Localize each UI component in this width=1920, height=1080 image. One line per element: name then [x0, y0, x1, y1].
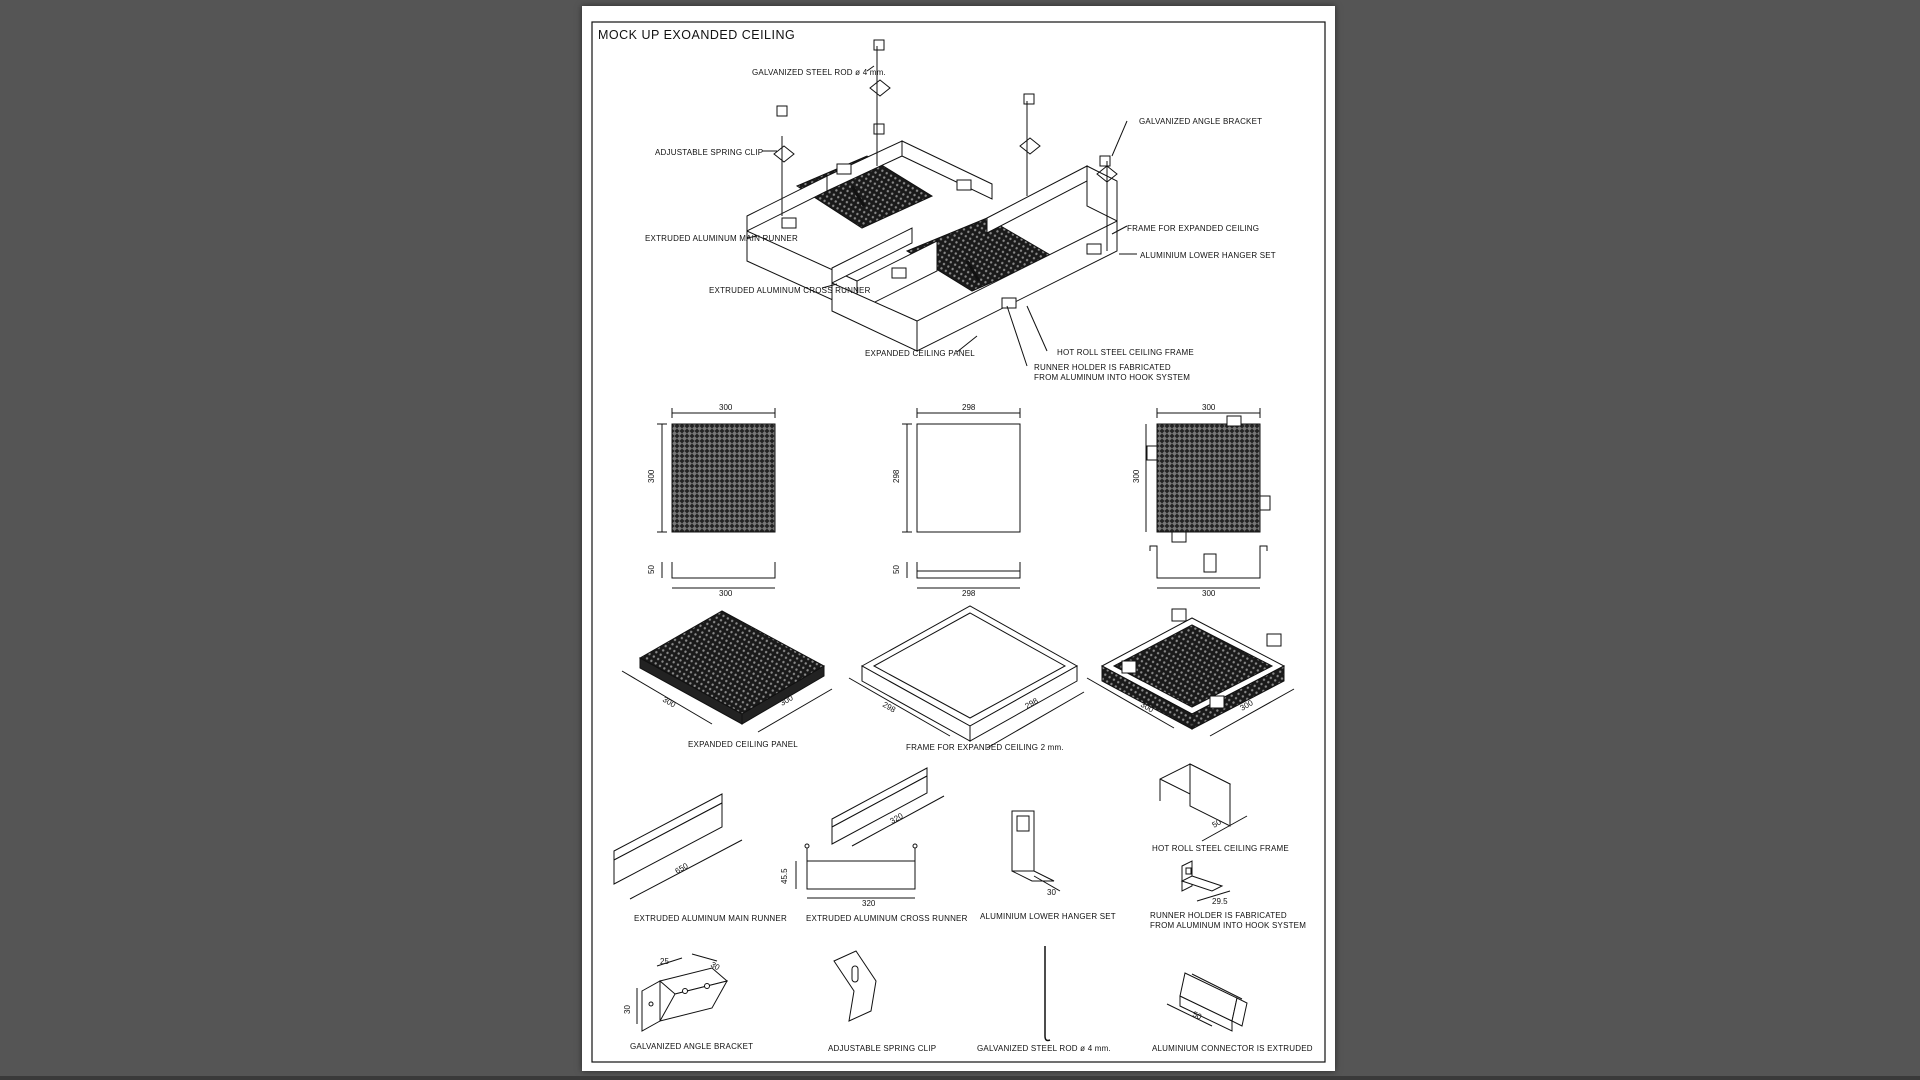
- dim-frame-width: 298: [962, 403, 976, 412]
- caption-panel: EXPANDED CEILING PANEL: [688, 740, 798, 749]
- dim-iso-panel-a: 300: [661, 695, 678, 710]
- callout-angle-bracket: GALVANIZED ANGLE BRACKET: [1139, 117, 1262, 126]
- spring-clip-detail: [833, 950, 877, 1022]
- angle-bracket-detail: [636, 953, 729, 1032]
- dim-panel-section-width: 300: [719, 589, 733, 598]
- frame-plan-view: [902, 408, 1021, 589]
- caption-cross-runner: EXTRUDED ALUMINUM CROSS RUNNER: [806, 914, 968, 923]
- connector-detail: [1166, 972, 1248, 1032]
- dim-cross-runner-length: 320: [862, 899, 876, 908]
- caption-frame: FRAME FOR EXPANDED CEILING 2 mm.: [906, 743, 1064, 752]
- dim-frame-section-width: 298: [962, 589, 976, 598]
- viewer-bottom-edge: [0, 1076, 1920, 1080]
- caption-rod: GALVANIZED STEEL ROD ø 4 mm.: [977, 1044, 1111, 1053]
- dim-hanger: 30: [1047, 888, 1056, 897]
- caption-main-runner: EXTRUDED ALUMINUM MAIN RUNNER: [634, 914, 787, 923]
- callout-rod: GALVANIZED STEEL ROD ø 4 mm.: [752, 68, 886, 77]
- dim-panel-height: 300: [647, 469, 656, 483]
- panel-plan-view: [657, 408, 776, 589]
- dim-connector: 50: [1191, 1010, 1203, 1022]
- dim-bracket-height: 30: [623, 1005, 632, 1014]
- caption-spring-clip: ADJUSTABLE SPRING CLIP: [828, 1044, 936, 1053]
- dim-frame-depth: 50: [892, 565, 901, 574]
- callout-lower-hanger: ALUMINIUM LOWER HANGER SET: [1140, 251, 1276, 260]
- assembled-isometric: [1086, 608, 1295, 737]
- dim-panel-width: 300: [719, 403, 733, 412]
- frame-isometric: [848, 605, 1085, 749]
- dim-cross-runner-iso: 320: [889, 811, 906, 826]
- callout-hot-roll: HOT ROLL STEEL CEILING FRAME: [1057, 348, 1194, 357]
- hot-roll-frame-detail: [1159, 763, 1248, 842]
- callout-runner-holder-1: RUNNER HOLDER IS FABRICATED: [1034, 363, 1171, 372]
- callout-panel: EXPANDED CEILING PANEL: [865, 349, 975, 358]
- dim-panel-depth: 50: [647, 565, 656, 574]
- drawing-page: MOCK UP EXOANDED CEILING: [582, 6, 1335, 1071]
- callout-runner-holder-2: FROM ALUMINUM INTO HOOK SYSTEM: [1034, 373, 1190, 382]
- callout-frame: FRAME FOR EXPANDED CEILING: [1127, 224, 1259, 233]
- steel-rod-detail: [1044, 946, 1051, 1042]
- assembled-plan-view: [1145, 408, 1271, 589]
- drawing-sheet: MOCK UP EXOANDED CEILING: [591, 21, 1326, 1063]
- main-runner-detail: [613, 793, 743, 900]
- panel-isometric: [621, 610, 833, 733]
- sheet-border: [591, 21, 1326, 1063]
- dim-frame-height: 298: [892, 469, 901, 483]
- cross-runner-detail: [795, 767, 945, 899]
- caption-connector: ALUMINIUM CONNECTOR IS EXTRUDED: [1152, 1044, 1313, 1053]
- dim-cross-runner-height: 45.5: [780, 868, 789, 884]
- runner-holder-detail: [1180, 860, 1231, 902]
- dim-runner-holder: 29.5: [1212, 897, 1228, 906]
- dim-iso-frame-a: 298: [881, 700, 898, 715]
- caption-runner-holder-2: FROM ALUMINUM INTO HOOK SYSTEM: [1150, 921, 1306, 930]
- dim-assembled-height: 300: [1132, 469, 1141, 483]
- sheet-title: MOCK UP EXOANDED CEILING: [598, 28, 795, 42]
- callout-cross-runner: EXTRUDED ALUMINUM CROSS RUNNER: [709, 286, 871, 295]
- caption-lower-hanger: ALUMINIUM LOWER HANGER SET: [980, 912, 1116, 921]
- dim-main-runner: 650: [674, 861, 691, 876]
- lower-hanger-detail: [1011, 810, 1061, 892]
- callout-spring-clip: ADJUSTABLE SPRING CLIP: [655, 148, 763, 157]
- caption-hot-roll: HOT ROLL STEEL CEILING FRAME: [1152, 844, 1289, 853]
- dim-assembled-section-width: 300: [1202, 589, 1216, 598]
- dim-assembled-width: 300: [1202, 403, 1216, 412]
- assembly-isometric: [746, 39, 1137, 367]
- caption-runner-holder-1: RUNNER HOLDER IS FABRICATED: [1150, 911, 1287, 920]
- caption-angle-bracket: GALVANIZED ANGLE BRACKET: [630, 1042, 753, 1051]
- callout-main-runner: EXTRUDED ALUMINUM MAIN RUNNER: [645, 234, 798, 243]
- dim-bracket-width: 25: [660, 957, 669, 966]
